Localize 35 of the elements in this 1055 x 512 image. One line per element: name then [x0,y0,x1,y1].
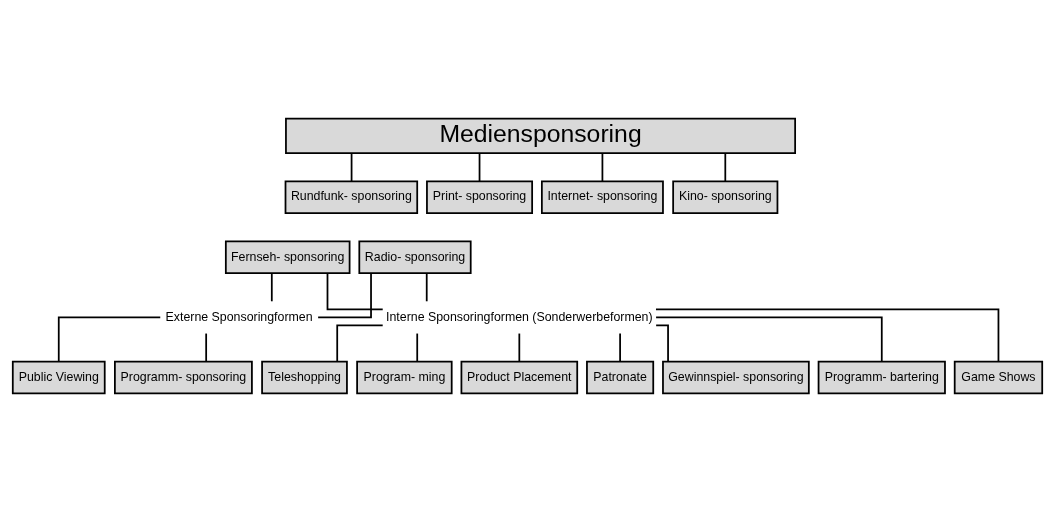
connector [416,332,419,363]
node-box: Fernseh- sponsoring [224,240,351,275]
node-box: Public Viewing [11,360,106,395]
connector [724,152,727,183]
node-box: Program- ming [356,360,453,395]
node-box: Programm- bartering [817,360,946,395]
connector [205,332,208,363]
connector [478,152,481,183]
connector [655,324,669,363]
connector [601,152,604,183]
node-text: Externe Sponsoringformen [165,309,313,324]
connector [326,272,384,311]
connector [655,316,883,363]
node-box: Radio- sponsoring [358,240,472,275]
connector [425,272,428,303]
node-box: Gewinnspiel- sponsoring [662,360,810,395]
node-box: Teleshopping [261,360,348,395]
connector [336,324,384,363]
node-box: Print- sponsoring [426,180,534,214]
connector [655,308,1000,363]
node-text: Interne Sponsoringformen (Sonderwerbeformen) [386,309,653,324]
node-box: Kino- sponsoring [672,180,779,214]
connector [57,316,162,363]
connector [619,332,621,363]
node-box: Mediensponsoring [285,117,796,154]
node-box: Game Shows [953,360,1044,395]
connector [317,272,372,319]
node-box: Patronate [586,360,655,395]
node-box: Product Placement [460,360,579,395]
node-box: Internet- sponsoring [541,180,664,214]
node-box: Rundfunk- sponsoring [284,180,419,214]
connector [350,152,353,183]
node-box: Programm- sponsoring [114,360,253,395]
connector [270,272,273,303]
connector [518,332,521,363]
